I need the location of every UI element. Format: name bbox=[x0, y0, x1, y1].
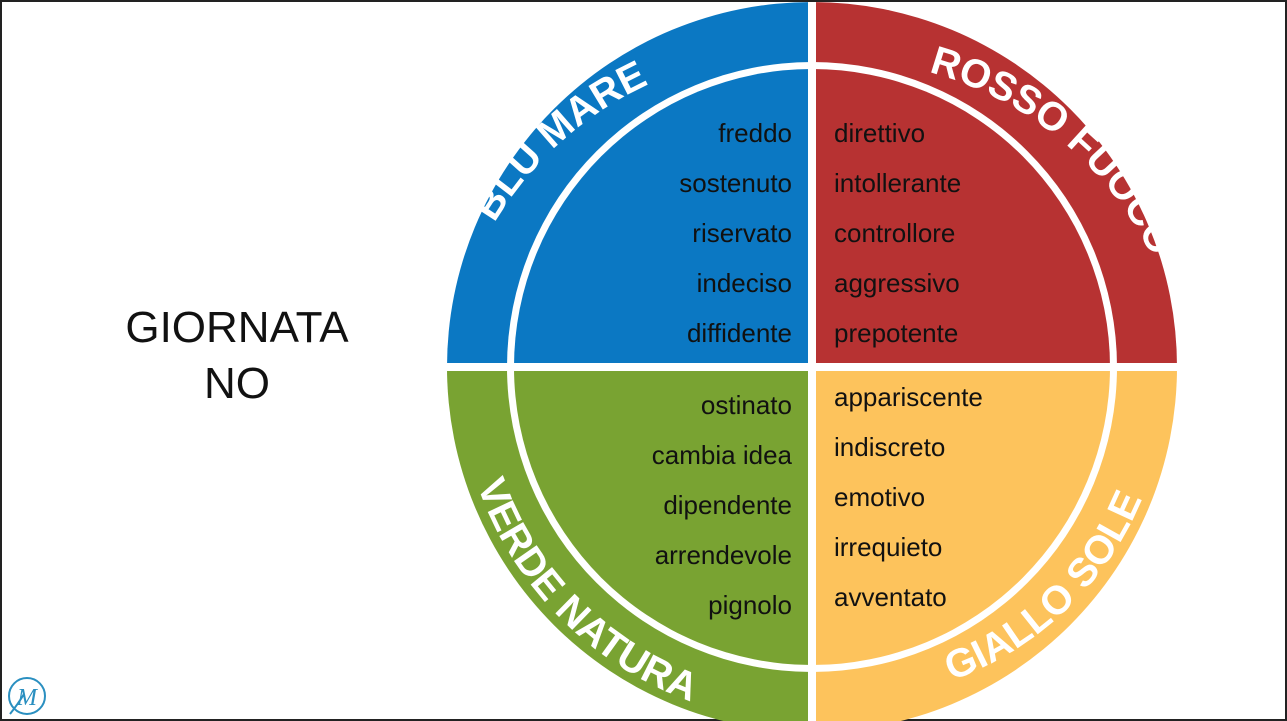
yellow-word: appariscente bbox=[834, 382, 983, 412]
blue-word: sostenuto bbox=[679, 168, 792, 198]
yellow-word: avventato bbox=[834, 582, 947, 612]
green-word-list: ostinato cambia idea dipendente arrendev… bbox=[652, 380, 792, 630]
green-word: dipendente bbox=[663, 490, 792, 520]
title-line-1: GIORNATA bbox=[125, 303, 349, 352]
green-word: pignolo bbox=[708, 590, 792, 620]
yellow-word: irrequieto bbox=[834, 532, 943, 562]
title-line-2: NO bbox=[204, 358, 270, 408]
logo-letter: M bbox=[16, 685, 39, 711]
vertical-divider bbox=[808, 2, 816, 721]
red-word: direttivo bbox=[834, 118, 926, 148]
quadrant-blue-inner bbox=[514, 69, 812, 367]
quadrant-red-inner bbox=[812, 69, 1110, 367]
red-word: controllore bbox=[834, 218, 956, 248]
blue-word: riservato bbox=[692, 218, 792, 248]
horizontal-divider bbox=[442, 363, 1182, 371]
red-word: intollerante bbox=[834, 168, 962, 198]
yellow-word-list: appariscente indiscreto emotivo irrequie… bbox=[834, 372, 983, 622]
green-word: cambia idea bbox=[651, 440, 792, 470]
red-word-list: direttivo intollerante controllore aggre… bbox=[834, 108, 961, 358]
blue-word: indeciso bbox=[696, 268, 792, 298]
quadrant-green-inner bbox=[514, 367, 812, 665]
blue-word: freddo bbox=[718, 118, 792, 148]
yellow-word: indiscreto bbox=[834, 432, 946, 462]
blue-word-list: freddo sostenuto riservato indeciso diff… bbox=[679, 108, 792, 358]
quadrant-yellow-inner bbox=[812, 367, 1110, 665]
slide-title: GIORNATA NO bbox=[92, 300, 382, 412]
m-monogram-icon: M bbox=[8, 677, 46, 715]
green-word: ostinato bbox=[700, 390, 792, 420]
yellow-word: emotivo bbox=[834, 482, 926, 512]
green-word: arrendevole bbox=[654, 540, 792, 570]
red-word: prepotente bbox=[834, 318, 959, 348]
blue-word: diffidente bbox=[686, 318, 792, 348]
red-word: aggressivo bbox=[834, 268, 960, 298]
